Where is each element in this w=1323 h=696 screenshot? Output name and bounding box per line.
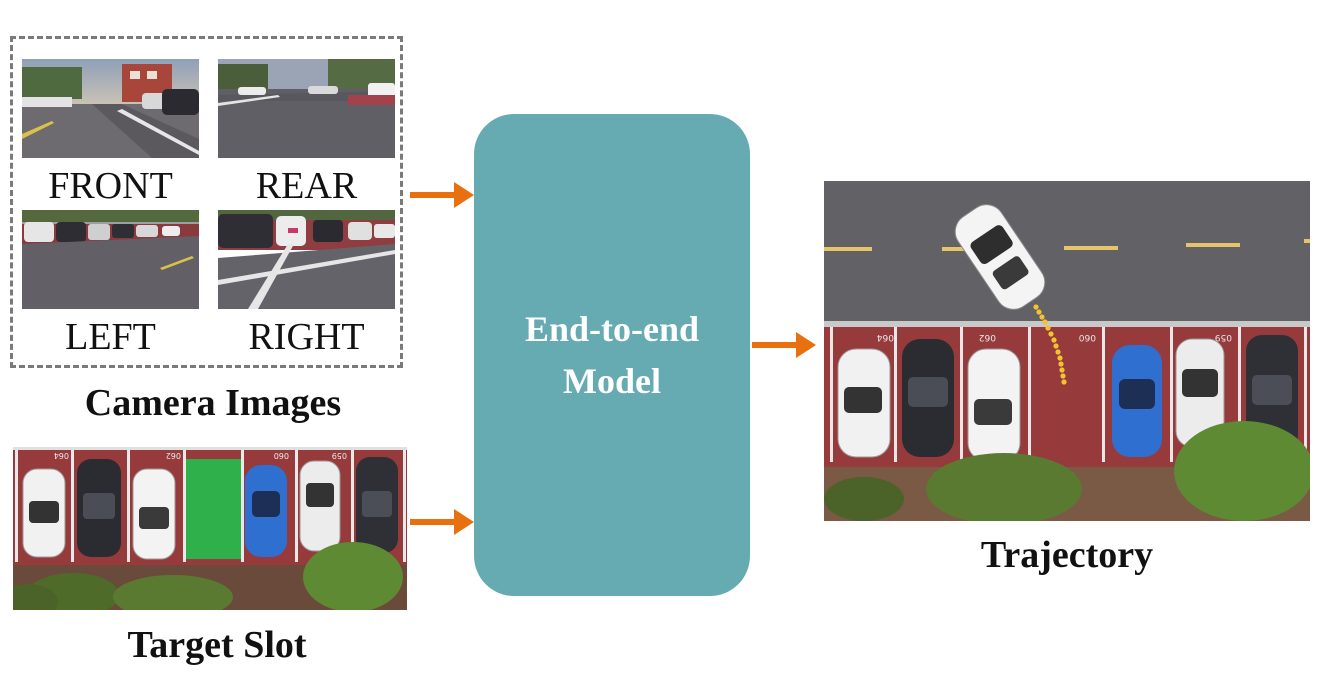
target-slot-caption: Target Slot [127,624,307,666]
right-camera-image [218,210,395,309]
arrow-icon [410,182,474,208]
target-slot-number: 064 [54,451,69,460]
model-label-line1: End-to-end [524,308,700,349]
rear-label: REAR [255,165,358,207]
left-camera-image [22,210,199,309]
target-slot-number: 059 [332,451,347,460]
trajectory-slot-number: 060 [1079,332,1096,342]
front-label: FRONT [48,165,173,207]
target-slot-number: 062 [166,451,181,460]
left-label: LEFT [65,316,156,358]
trajectory-slot-number: 059 [1215,332,1232,342]
arrow-icon [410,509,474,535]
end-to-end-model-box: End-to-end Model [474,114,750,596]
arrow-icon [752,332,816,358]
model-label-line2: Model [563,361,661,401]
rear-camera-image [218,59,395,158]
trajectory-slot-number: 062 [979,332,996,342]
target-slot-image: 064 062 060 059 [13,447,407,610]
trajectory-caption: Trajectory [980,534,1154,576]
camera-images-caption: Camera Images [84,382,342,424]
right-label: RIGHT [248,316,365,358]
trajectory-slot-number: 064 [877,332,894,342]
camera-images-group [10,36,403,368]
trajectory-image: 064 062 060 059 [824,181,1310,521]
front-camera-image [22,59,199,158]
target-slot-number: 060 [274,451,289,460]
